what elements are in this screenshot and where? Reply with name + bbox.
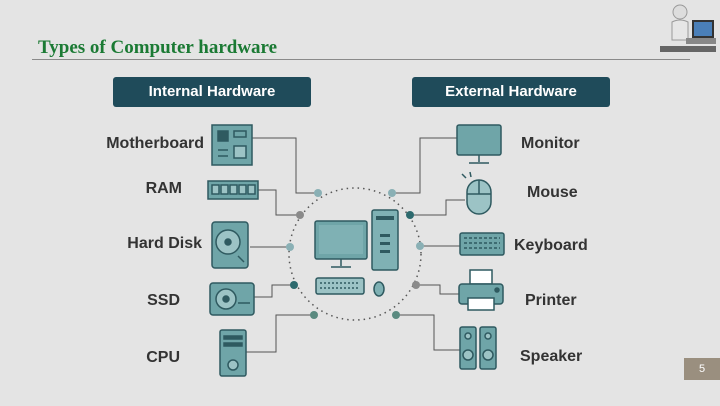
cpu-tower-icon	[219, 329, 247, 377]
internal-hardware-header: Internal Hardware	[113, 77, 311, 107]
label-printer: Printer	[525, 292, 577, 309]
presenter-icon	[660, 4, 716, 52]
label-motherboard: Motherboard	[106, 135, 204, 152]
speaker-icon	[459, 326, 497, 370]
label-keyboard: Keyboard	[514, 237, 588, 254]
center-dotted-circle	[288, 187, 422, 321]
slide-title: Types of Computer hardware	[38, 37, 278, 58]
mouse-icon	[461, 171, 492, 215]
connector-dots	[286, 189, 424, 319]
label-hard-disk: Hard Disk	[127, 235, 202, 252]
printer-icon	[458, 269, 504, 311]
label-cpu: CPU	[146, 349, 180, 366]
ssd-icon	[209, 282, 255, 316]
label-ram: RAM	[145, 180, 182, 197]
external-hardware-header: External Hardware	[412, 77, 610, 107]
motherboard-icon	[211, 124, 253, 166]
label-mouse: Mouse	[527, 184, 578, 201]
ram-icon	[207, 180, 259, 200]
connector-lines	[246, 137, 465, 353]
keyboard-icon	[459, 232, 505, 256]
label-ssd: SSD	[147, 292, 180, 309]
monitor-icon	[456, 124, 502, 164]
label-speaker: Speaker	[520, 348, 583, 365]
hard-disk-icon	[211, 221, 249, 269]
label-monitor: Monitor	[521, 135, 580, 152]
title-divider	[32, 59, 690, 60]
page-number: 5	[684, 358, 720, 380]
center-computer-icon	[314, 209, 399, 297]
